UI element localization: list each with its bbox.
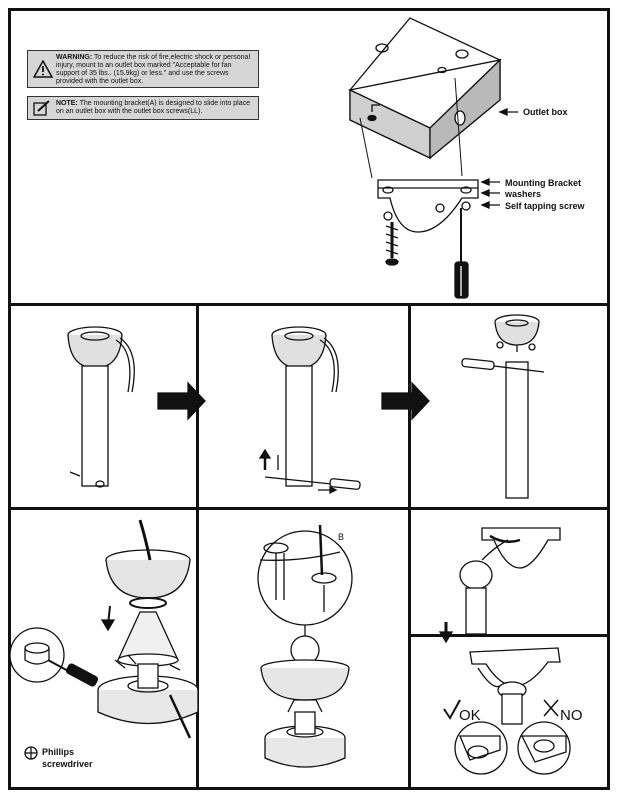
- step-canopy-motor-assembly: [97, 519, 199, 739]
- detail-circle-screwdriver: [9, 627, 99, 687]
- step-hanging-ball: [438, 527, 561, 644]
- label-outlet-box: Outlet box: [523, 107, 568, 117]
- note-text: The mounting bracket(A) is designed to s…: [56, 100, 251, 115]
- warning-title: WARNING:: [56, 54, 93, 61]
- divider-row1: [8, 303, 610, 306]
- page-frame: [8, 8, 610, 790]
- arrow-right-icon: [157, 381, 206, 421]
- note-pencil-icon: [33, 100, 50, 116]
- step-canopy-downrod-1: [67, 326, 135, 488]
- phillips-icon: [24, 746, 38, 760]
- bracket-pointers: [480, 178, 500, 209]
- divider-col1: [196, 303, 199, 790]
- detail-circle-no: [517, 721, 571, 775]
- arrow-right-icon: [381, 381, 430, 421]
- label-detail-b: B: [338, 532, 345, 542]
- warning-box: WARNING: To reduce the risk of fire,elec…: [27, 50, 259, 88]
- no-cross-icon: [543, 699, 559, 717]
- ok-check-icon: [443, 699, 461, 720]
- divider-col2: [408, 303, 411, 790]
- mounting-bracket-illustration: [377, 179, 479, 233]
- step-ball-seated: [469, 647, 561, 725]
- label-washers: washers: [505, 189, 542, 199]
- outlet-box-pointer: [498, 108, 518, 116]
- label-self-tapping-screw: Self tapping screw: [505, 201, 585, 211]
- divider-step-split: [410, 634, 610, 637]
- step-canopy-downrod-2: [258, 326, 361, 495]
- detail-circle-ok: [454, 721, 508, 775]
- label-mounting-bracket: Mounting Bracket: [505, 178, 582, 188]
- step-wiring-detail: [257, 524, 353, 768]
- outlet-box-illustration: [347, 17, 503, 160]
- warning-triangle-icon: [33, 60, 53, 78]
- label-phillips: Phillips: [42, 747, 75, 757]
- note-title: NOTE:: [56, 100, 78, 107]
- divider-row2: [8, 507, 610, 510]
- warning-text: To reduce the risk of fire,electric shoc…: [56, 54, 251, 85]
- label-screwdriver: screwdriver: [42, 759, 93, 769]
- label-no: NO: [560, 707, 583, 724]
- note-box: NOTE: The mounting bracket(A) is designe…: [27, 96, 259, 120]
- label-ok: OK: [459, 707, 481, 724]
- step-canopy-downrod-3: [461, 314, 545, 499]
- screw-and-driver-illustration: [359, 77, 469, 299]
